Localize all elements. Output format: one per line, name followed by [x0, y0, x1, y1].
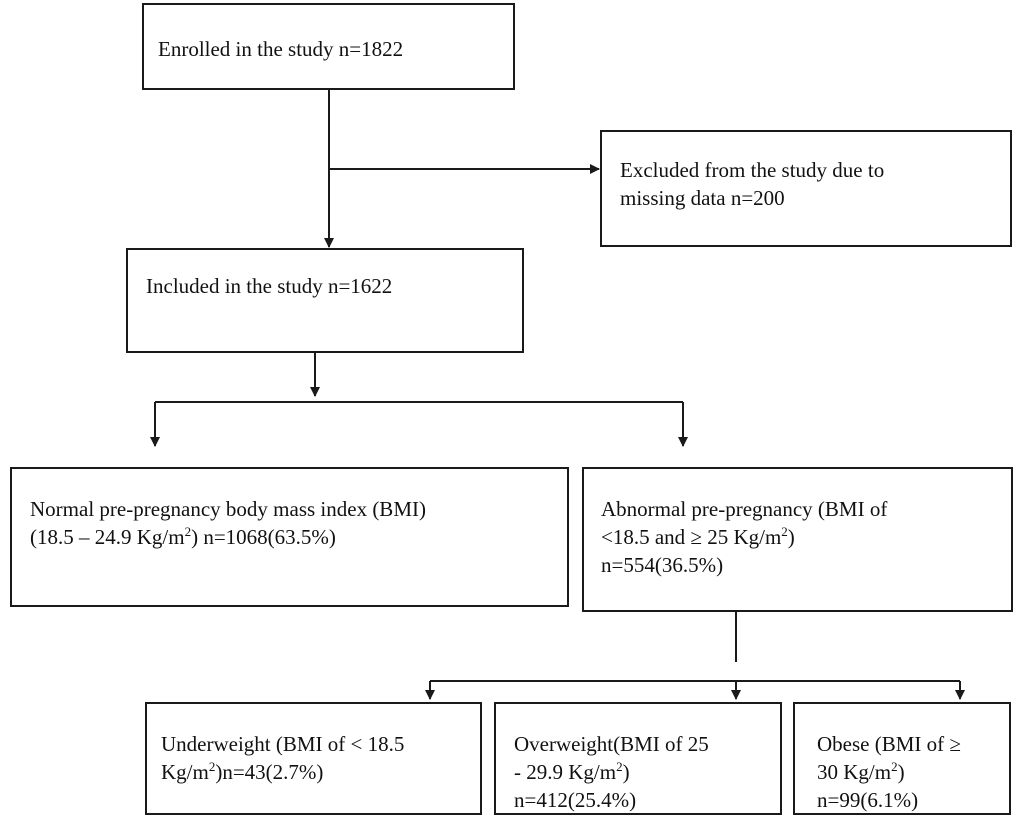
- underweight-line-1: Underweight (BMI of < 18.5: [161, 732, 405, 756]
- overweight-line-2-sup: 2: [616, 759, 623, 774]
- abnormal-line-1: Abnormal pre-pregnancy (BMI of: [601, 497, 888, 521]
- enrolled-box: Enrolled in the study n=1822: [142, 3, 515, 90]
- obese-line-2-pre: 30 Kg/m: [817, 760, 892, 784]
- abnormal-bmi-box: Abnormal pre-pregnancy (BMI of <18.5 and…: [582, 467, 1013, 612]
- normal-line-2-post: ) n=1068(63.5%): [191, 525, 336, 549]
- underweight-line-2: Kg/m2)n=43(2.7%): [161, 758, 480, 786]
- overweight-line-1: Overweight(BMI of 25: [514, 732, 709, 756]
- abnormal-line-2: <18.5 and ≥ 25 Kg/m2): [601, 523, 1011, 551]
- normal-line-2-sup: 2: [184, 524, 192, 539]
- excluded-line-1: Excluded from the study due to: [620, 158, 885, 182]
- abnormal-line-2-post: ): [787, 525, 795, 549]
- abnormal-line-3: n=554(36.5%): [601, 553, 724, 577]
- normal-line-2: (18.5 – 24.9 Kg/m2) n=1068(63.5%): [30, 523, 567, 551]
- included-box: Included in the study n=1622: [126, 248, 524, 353]
- obese-line-2-sup: 2: [891, 759, 898, 774]
- abnormal-line-2-pre: <18.5 and ≥ 25 Kg/m: [601, 525, 782, 549]
- obese-line-2-post: ): [897, 760, 905, 784]
- overweight-line-3: n=412(25.4%): [514, 788, 637, 812]
- underweight-line-2-pre: Kg/m: [161, 760, 209, 784]
- underweight-line-2-post: )n=43(2.7%): [215, 760, 324, 784]
- overweight-box: Overweight(BMI of 25 - 29.9 Kg/m2) n=412…: [494, 702, 782, 815]
- excluded-box: Excluded from the study due to missing d…: [600, 130, 1012, 247]
- obese-box: Obese (BMI of ≥ 30 Kg/m2) n=99(6.1%): [793, 702, 1011, 815]
- abnormal-line-2-sup: 2: [781, 524, 788, 539]
- normal-bmi-box: Normal pre-pregnancy body mass index (BM…: [10, 467, 569, 607]
- enrolled-text: Enrolled in the study n=1822: [158, 37, 404, 61]
- obese-line-2: 30 Kg/m2): [817, 758, 1009, 786]
- obese-line-3: n=99(6.1%): [817, 788, 919, 812]
- included-text: Included in the study n=1622: [146, 274, 393, 298]
- underweight-box: Underweight (BMI of < 18.5 Kg/m2)n=43(2.…: [145, 702, 482, 815]
- obese-line-1: Obese (BMI of ≥: [817, 732, 961, 756]
- normal-line-2-pre: (18.5 – 24.9 Kg/m: [30, 525, 185, 549]
- overweight-line-2: - 29.9 Kg/m2): [514, 758, 780, 786]
- overweight-line-2-pre: - 29.9 Kg/m: [514, 760, 617, 784]
- excluded-line-2: missing data n=200: [620, 186, 785, 210]
- overweight-line-2-post: ): [622, 760, 630, 784]
- underweight-line-2-sup: 2: [208, 759, 216, 774]
- normal-line-1: Normal pre-pregnancy body mass index (BM…: [30, 497, 426, 521]
